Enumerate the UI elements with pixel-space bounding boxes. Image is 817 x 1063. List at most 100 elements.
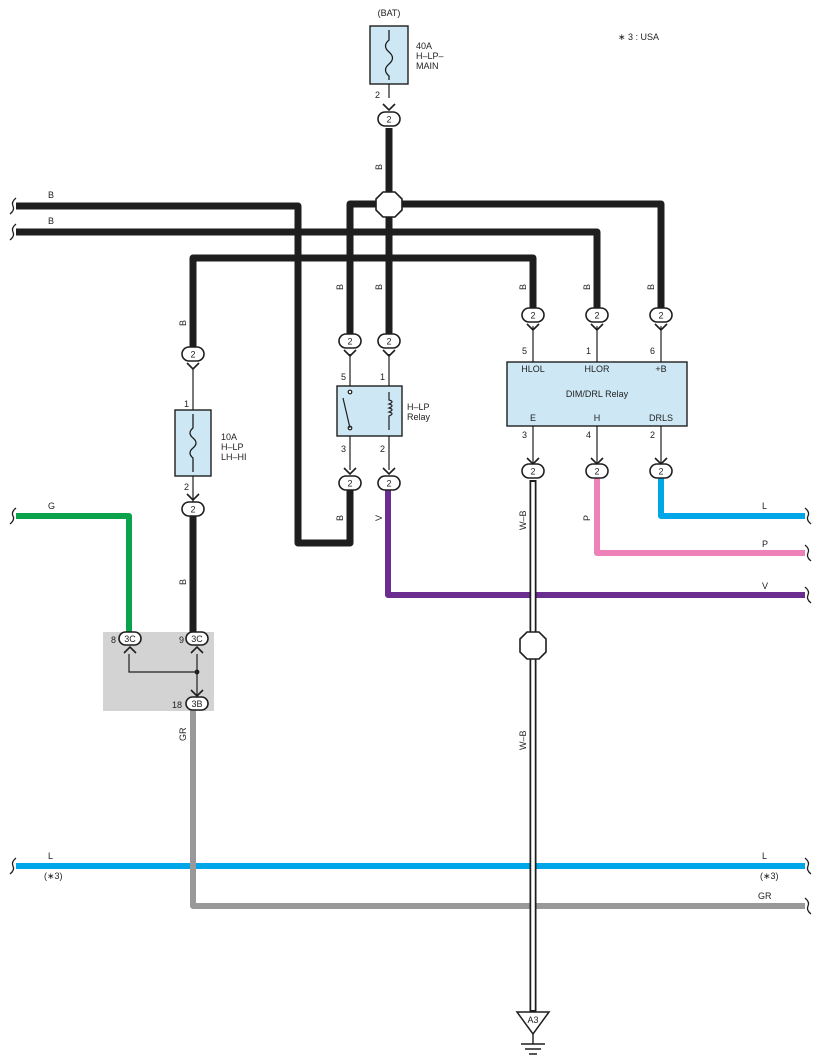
svg-text:2: 2 — [386, 115, 391, 125]
svg-text:2: 2 — [386, 479, 391, 489]
svg-text:2: 2 — [190, 505, 195, 515]
svg-text:L: L — [762, 851, 767, 861]
svg-text:2: 2 — [530, 467, 535, 477]
svg-text:B: B — [374, 284, 384, 290]
connector-3c-9: 3C — [185, 631, 209, 654]
bat-label: (BAT) — [378, 8, 401, 18]
hlp-relay-name: H–LP — [407, 402, 430, 412]
wire-top-b1 — [16, 202, 354, 547]
svg-text:P: P — [582, 515, 592, 521]
svg-text:B: B — [48, 216, 54, 226]
fuse-40a-element — [384, 30, 394, 80]
dim-pin2: 2 — [650, 430, 655, 440]
svg-text:V: V — [762, 581, 768, 591]
dim-pin5: 5 — [522, 346, 527, 356]
svg-text:(∗3): (∗3) — [44, 871, 63, 881]
svg-text:3B: 3B — [191, 699, 202, 709]
dim-term-hlol: HLOL — [521, 364, 545, 374]
svg-text:2: 2 — [658, 467, 663, 477]
jb-pin8: 8 — [111, 635, 116, 645]
svg-text:B: B — [48, 190, 54, 200]
dim-term-h: H — [594, 413, 601, 423]
svg-text:W–B: W–B — [518, 510, 528, 530]
svg-text:3C: 3C — [124, 634, 136, 644]
svg-text:3C: 3C — [191, 634, 203, 644]
hlp-relay-pin5: 5 — [341, 372, 346, 382]
splice-top — [375, 191, 403, 218]
connector-e-bottom: 2 — [521, 457, 545, 479]
ground-label: A3 — [527, 1015, 538, 1025]
svg-text:GR: GR — [758, 891, 772, 901]
svg-text:L: L — [762, 501, 767, 511]
splice-wb — [519, 631, 547, 660]
svg-text:2: 2 — [530, 311, 535, 321]
connector-relay-3: 2 — [338, 467, 362, 491]
dim-term-e: E — [530, 413, 536, 423]
hlp-relay-pin3: 3 — [341, 444, 346, 454]
connector-h-bottom: 2 — [585, 457, 609, 479]
hlp-relay-coil — [387, 392, 393, 430]
connector-3b-18: 3B — [185, 689, 209, 711]
svg-text:P: P — [762, 539, 768, 549]
svg-text:B: B — [335, 284, 345, 290]
junction-internal-wire — [128, 654, 198, 696]
svg-text:B: B — [518, 284, 528, 290]
usa-note: ∗ 3 : USA — [618, 32, 659, 42]
svg-text:V: V — [374, 515, 384, 521]
fuse-40a-pin: 2 — [375, 90, 380, 100]
svg-text:B: B — [178, 579, 188, 585]
svg-text:B: B — [646, 284, 656, 290]
svg-text:B: B — [178, 320, 188, 326]
wire-green — [16, 513, 132, 632]
fuse-10a-pin2: 2 — [184, 482, 189, 492]
dim-pin4: 4 — [586, 430, 591, 440]
fuse-10a-name2: LH–HI — [221, 452, 247, 462]
connector-b-top: 2 — [649, 307, 673, 332]
fuse-40a-name: H–LP– — [416, 51, 444, 61]
svg-text:2: 2 — [594, 467, 599, 477]
wire-pink — [594, 478, 805, 556]
svg-text:G: G — [48, 501, 55, 511]
dim-pin6: 6 — [650, 346, 655, 356]
dim-term-b: +B — [655, 364, 666, 374]
svg-text:B: B — [582, 284, 592, 290]
fuse-40a-amp: 40A — [416, 41, 432, 51]
jb-pin18: 18 — [172, 700, 182, 710]
fuse-10a-amp: 10A — [221, 432, 237, 442]
fuse-10a-pin1: 1 — [184, 399, 189, 409]
hlp-relay-switch — [342, 389, 353, 431]
svg-text:2: 2 — [658, 311, 663, 321]
fuse-10a-element — [189, 414, 197, 472]
svg-text:(∗3): (∗3) — [760, 871, 779, 881]
wire-blue-drls — [658, 478, 805, 519]
wire-top-b2 — [16, 228, 601, 308]
connector-hlol-top: 2 — [521, 306, 545, 332]
wire-end-braces — [9, 197, 812, 915]
connector-relay-2: 2 — [377, 467, 401, 491]
wire-violet — [385, 490, 805, 598]
hlp-relay-pin2: 2 — [380, 444, 385, 454]
connectors: 2 2 2 2 2 2 2 2 2 2 2 2 2 3C 3C 3B — [118, 103, 673, 711]
svg-text:GR: GR — [178, 727, 188, 741]
fuse-40a-name2: MAIN — [416, 61, 439, 71]
svg-text:2: 2 — [190, 350, 195, 360]
svg-text:2: 2 — [386, 337, 391, 347]
jb-pin9: 9 — [179, 635, 184, 645]
connector-fuse10-in: 2 — [181, 346, 205, 371]
wire-gray — [190, 710, 805, 909]
svg-text:L: L — [48, 851, 53, 861]
dim-pin1: 1 — [586, 346, 591, 356]
wire-relay-pin5 — [346, 200, 378, 336]
wire-fuse-hlol — [189, 254, 537, 348]
dim-pin3: 3 — [522, 430, 527, 440]
dim-drl-relay — [506, 361, 688, 427]
black-wires — [16, 128, 665, 632]
dim-term-hlor: HLOR — [584, 364, 610, 374]
svg-text:B: B — [335, 515, 345, 521]
connector-relay-1: 2 — [377, 333, 401, 358]
connector-drls-bottom: 2 — [649, 457, 673, 479]
connector-hlor-top: 2 — [585, 307, 609, 332]
svg-text:2: 2 — [347, 337, 352, 347]
connector-fuse10-out: 2 — [181, 493, 205, 517]
